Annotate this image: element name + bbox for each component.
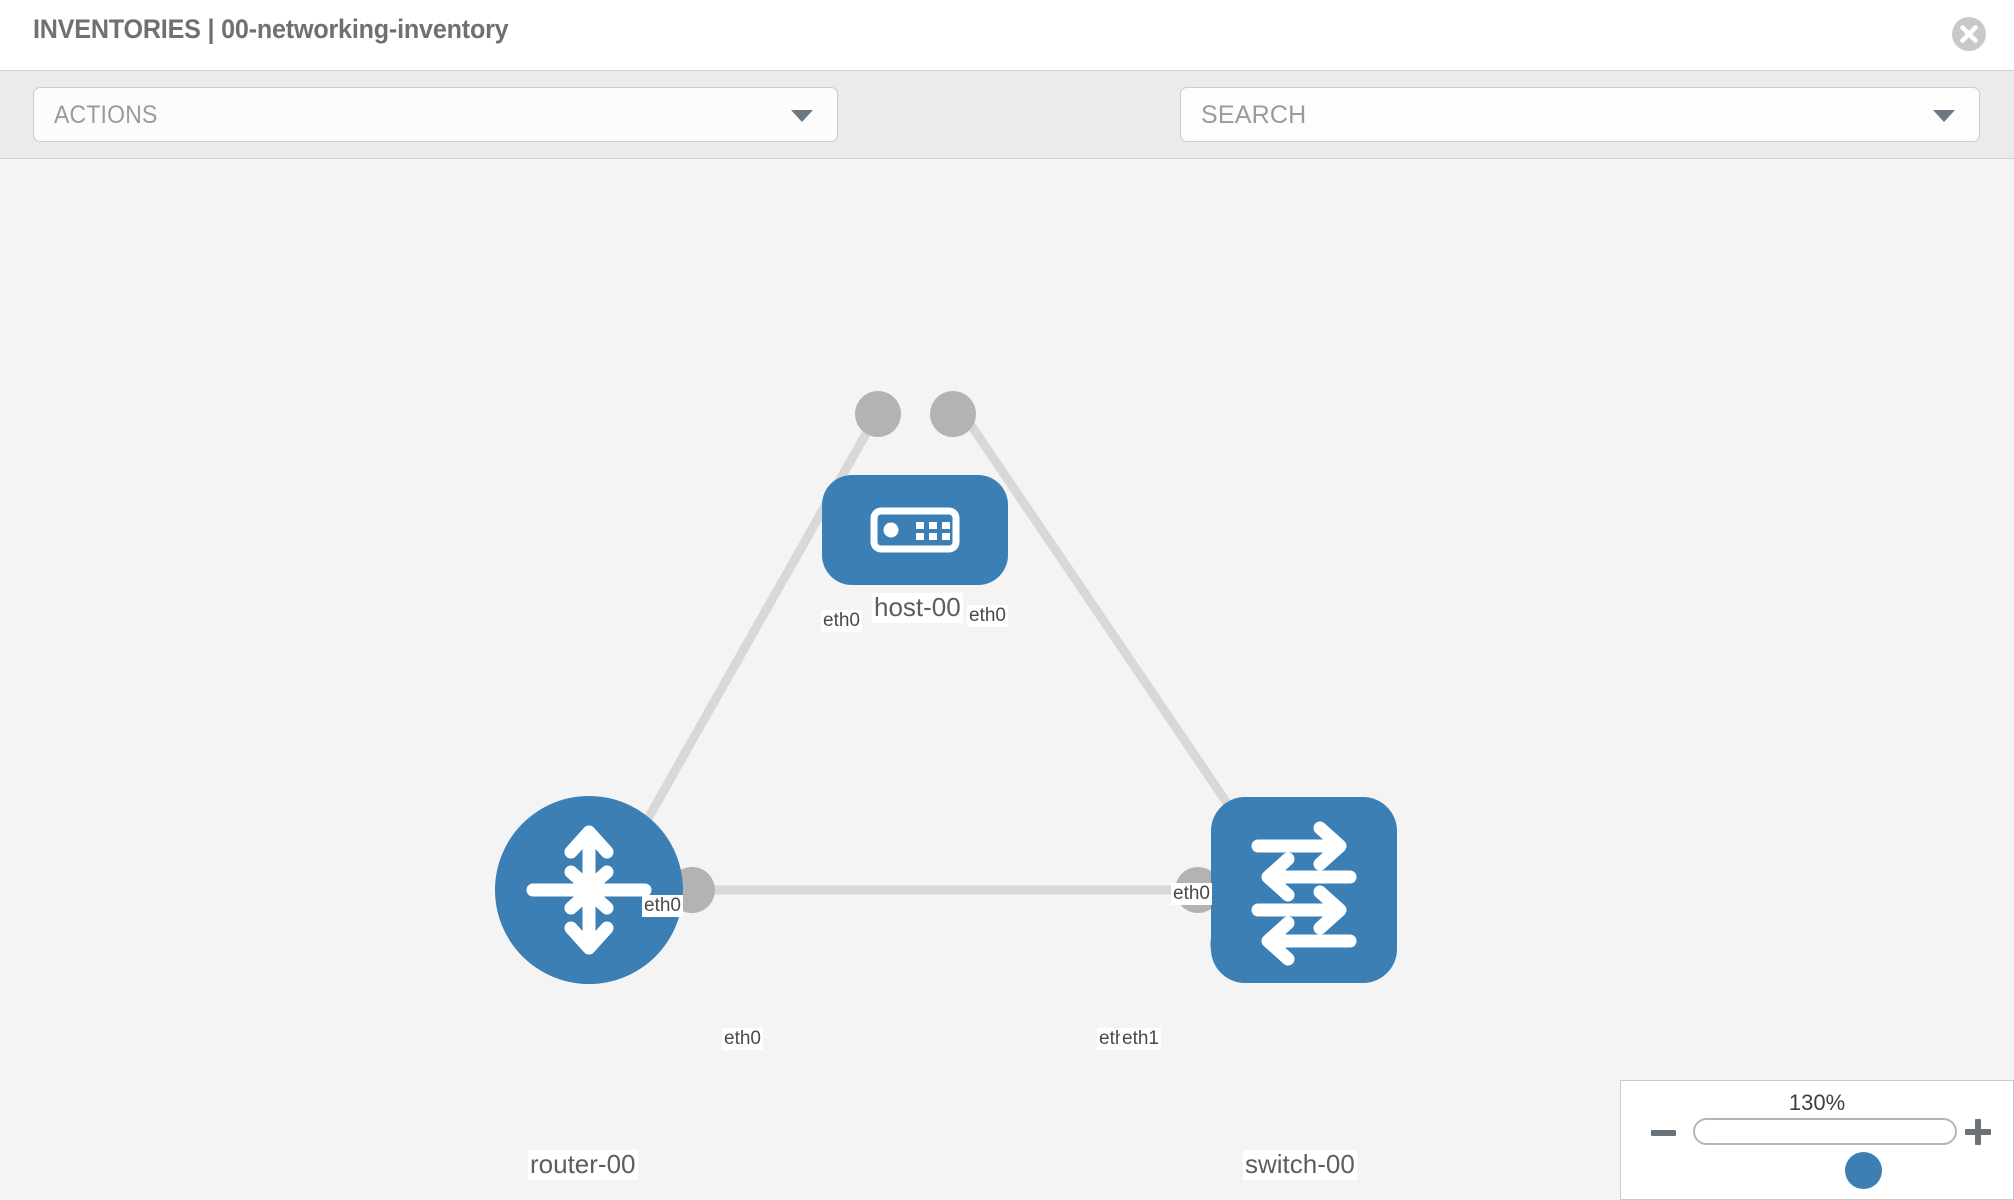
toolbar: ACTIONS SEARC bbox=[0, 70, 2014, 203]
actions-dropdown[interactable]: ACTIONS bbox=[33, 87, 838, 142]
page-title: INVENTORIES | 00-networking-inventory bbox=[33, 14, 509, 44]
iface-label-host-router: eth0 bbox=[821, 610, 862, 632]
chevron-down-icon bbox=[791, 110, 813, 122]
zoom-control-panel: 130% bbox=[1620, 1080, 2014, 1200]
minus-icon[interactable] bbox=[1651, 1130, 1676, 1136]
node-host-00 bbox=[822, 475, 1008, 585]
switch-arrows-icon bbox=[1251, 821, 1357, 966]
zoom-slider-thumb[interactable] bbox=[1845, 1152, 1882, 1189]
interface-host-right bbox=[930, 391, 976, 437]
page-header: INVENTORIES | 00-networking-inventory bbox=[0, 0, 2014, 70]
plus-icon[interactable] bbox=[1965, 1119, 1991, 1145]
close-icon[interactable] bbox=[1951, 16, 1987, 52]
iface-label-router-host: eth0 bbox=[642, 895, 683, 917]
zoom-slider-track[interactable] bbox=[1693, 1118, 1957, 1189]
iface-label-host-switch: eth0 bbox=[967, 605, 1008, 627]
node-label-router-00: router-00 bbox=[528, 1149, 638, 1180]
server-icon bbox=[870, 507, 960, 553]
topology-graph bbox=[495, 391, 1397, 984]
router-arrows-icon bbox=[526, 825, 652, 955]
node-label-host-00: host-00 bbox=[872, 592, 963, 623]
node-label-switch-00: switch-00 bbox=[1243, 1149, 1357, 1180]
iface-label-switch-host: eth0 bbox=[1171, 883, 1212, 905]
interface-host-left bbox=[855, 391, 901, 437]
node-router-00 bbox=[495, 796, 683, 984]
iface-label-switch-router: eth1 bbox=[1120, 1028, 1161, 1050]
actions-dropdown-label: ACTIONS bbox=[54, 101, 158, 129]
search-placeholder: SEARCH bbox=[1201, 101, 1307, 129]
iface-label-router-switch: eth0 bbox=[722, 1028, 763, 1050]
node-switch-00 bbox=[1211, 797, 1397, 983]
link-host-router bbox=[620, 404, 885, 864]
search-input[interactable]: SEARCH bbox=[1180, 87, 1980, 142]
link-host-switch bbox=[955, 404, 1270, 864]
chevron-down-icon[interactable] bbox=[1933, 110, 1955, 122]
topology-canvas[interactable]: host-00 router-00 switch-00 eth0 eth0 et… bbox=[0, 159, 2014, 1200]
zoom-level-value: 130% bbox=[1788, 1090, 1846, 1115]
